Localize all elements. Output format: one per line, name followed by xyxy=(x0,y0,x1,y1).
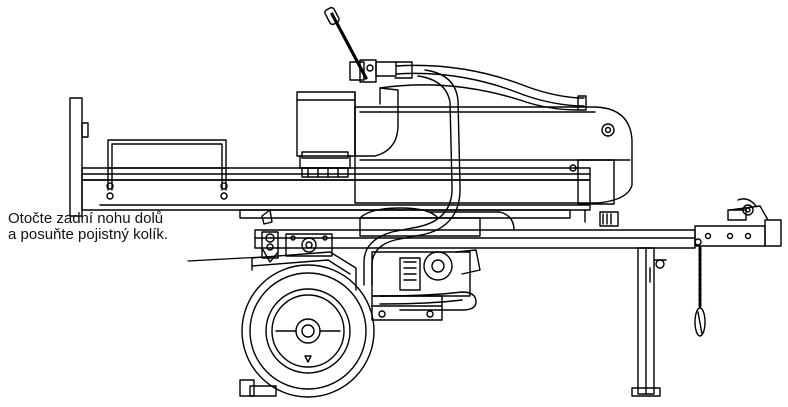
callout-leader-line xyxy=(187,256,263,262)
callout-line-2: a posuňte pojistný kolík. xyxy=(8,226,169,243)
control-handle[interactable] xyxy=(324,6,397,83)
callout-label: Otočte zadní nohu dolů a posuňte pojistn… xyxy=(8,211,168,243)
safety-chain xyxy=(694,246,706,337)
hydraulic-hose-upper xyxy=(379,61,587,111)
fender xyxy=(251,251,357,291)
axle-bracket xyxy=(261,209,333,257)
trailer-frame xyxy=(254,198,782,249)
log-cradle xyxy=(106,139,228,200)
wheel xyxy=(241,264,375,398)
front-jack-stand xyxy=(631,247,667,397)
control-valve xyxy=(296,87,399,178)
return-hose xyxy=(363,69,477,311)
gas-engine xyxy=(359,207,515,321)
callout-line-1: Otočte zadní nohu dolů xyxy=(8,210,164,227)
hydraulic-cylinder xyxy=(354,106,633,227)
rear-support-leg xyxy=(239,231,279,397)
